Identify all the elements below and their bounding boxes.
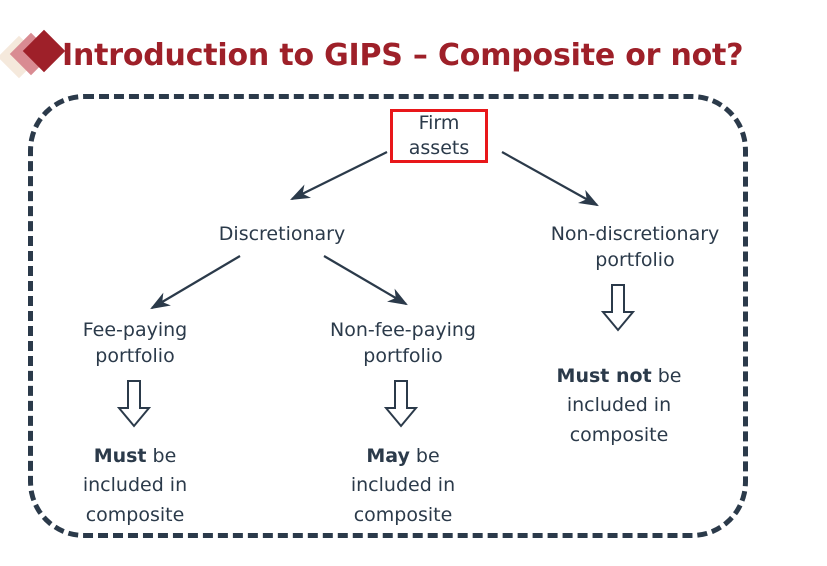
clipped-footer-text [74, 553, 754, 566]
outcome-emphasis: May [366, 445, 410, 467]
block-arrow-feepaying-icon [117, 380, 151, 428]
block-arrow-nondiscretionary-icon [601, 284, 635, 332]
outcome-non-fee-paying: May be included in composite [318, 442, 488, 530]
outcome-rest: be [651, 365, 682, 387]
slide-header: Introduction to GIPS – Composite or not? [0, 22, 827, 88]
outcome-non-discretionary: Must not be included in composite [534, 362, 704, 450]
outcome-line-1: Must not be [534, 362, 704, 391]
outcome-line-3: composite [85, 503, 185, 526]
node-non-discretionary-portfolio[interactable]: Non-discretionary portfolio [550, 223, 720, 271]
outcome-line-2: included in [566, 394, 672, 417]
firm-assets-boundary [28, 94, 748, 538]
block-arrow-nonfeepaying-icon [384, 380, 418, 428]
outcome-rest: be [146, 445, 177, 467]
outcome-emphasis: Must [93, 445, 147, 467]
outcome-fee-paying: Must be included in composite [48, 442, 222, 530]
page-title: Introduction to GIPS – Composite or not? [62, 37, 744, 73]
node-discretionary[interactable]: Discretionary [218, 223, 346, 245]
node-fee-paying-portfolio[interactable]: Fee-paying portfolio [82, 319, 188, 367]
node-firm-assets[interactable]: Firm assets [390, 109, 488, 163]
outcome-line-2: included in [82, 474, 188, 497]
outcome-line-1: May be [318, 442, 488, 471]
outcome-emphasis: Must not [556, 365, 652, 387]
outcome-line-1: Must be [48, 442, 222, 471]
outcome-line-2: included in [350, 474, 456, 497]
outcome-rest: be [409, 445, 440, 467]
outcome-line-3: composite [569, 423, 669, 446]
node-non-fee-paying-portfolio[interactable]: Non-fee-paying portfolio [330, 319, 476, 367]
outcome-line-3: composite [353, 503, 453, 526]
